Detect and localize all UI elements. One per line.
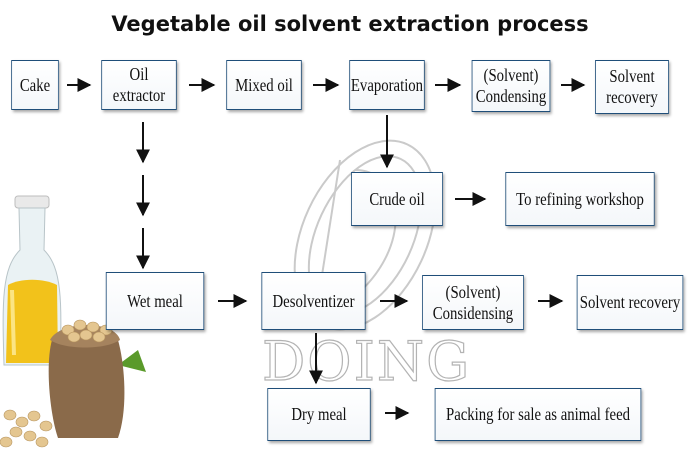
- watermark-text: DOING: [261, 329, 472, 393]
- node-label: Crude oil: [369, 188, 425, 209]
- node-label: Oil extractor: [112, 64, 166, 105]
- node-evaporation: Evaporation: [349, 60, 425, 110]
- node-solvent-recovery-2: Solvent recovery: [576, 275, 684, 330]
- node-desolventizer: Desolventizer: [261, 272, 366, 330]
- node-wet-meal: Wet meal: [105, 272, 205, 330]
- node-label: Dry meal: [291, 404, 347, 425]
- node-label: Evaporation: [350, 74, 424, 95]
- node-cake: Cake: [11, 60, 59, 110]
- node-dry-meal: Dry meal: [267, 388, 371, 441]
- node-label: Solvent recovery: [579, 292, 681, 313]
- node-label: Cake: [19, 74, 51, 95]
- node-solvent-condensing-1: (Solvent) Condensing: [471, 60, 551, 112]
- node-packing: Packing for sale as animal feed: [434, 388, 642, 441]
- node-label-line-2: recovery: [606, 87, 658, 107]
- node-label-line-1: (Solvent): [445, 281, 501, 302]
- node-label-line-2: Condensing: [475, 86, 547, 106]
- oil-bottle-and-soybeans-illustration: [0, 195, 146, 448]
- diagram-title: Vegetable oil solvent extraction process: [111, 12, 589, 36]
- node-crude-oil: Crude oil: [351, 172, 443, 226]
- node-label: Packing for sale as animal feed: [445, 404, 631, 425]
- node-label: Wet meal: [127, 290, 183, 311]
- node-solvent-recovery-1: Solvent recovery: [595, 60, 669, 114]
- node-label-line-1: Solvent: [609, 66, 655, 87]
- soybean-sack-icon: [0, 319, 146, 448]
- node-label: To refining workshop: [516, 188, 644, 209]
- node-label-line-1: (Solvent): [483, 65, 539, 86]
- oil-bottle-icon: [2, 195, 62, 366]
- node-label-line-2: Considensing: [432, 302, 514, 323]
- node-mixed-oil: Mixed oil: [226, 60, 302, 110]
- node-refining-workshop: To refining workshop: [505, 172, 655, 226]
- node-label: Desolventizer: [272, 290, 355, 311]
- node-oil-extractor: Oil extractor: [101, 60, 177, 110]
- node-label: Mixed oil: [235, 74, 293, 95]
- node-solvent-condensing-2: (Solvent) Considensing: [422, 275, 524, 330]
